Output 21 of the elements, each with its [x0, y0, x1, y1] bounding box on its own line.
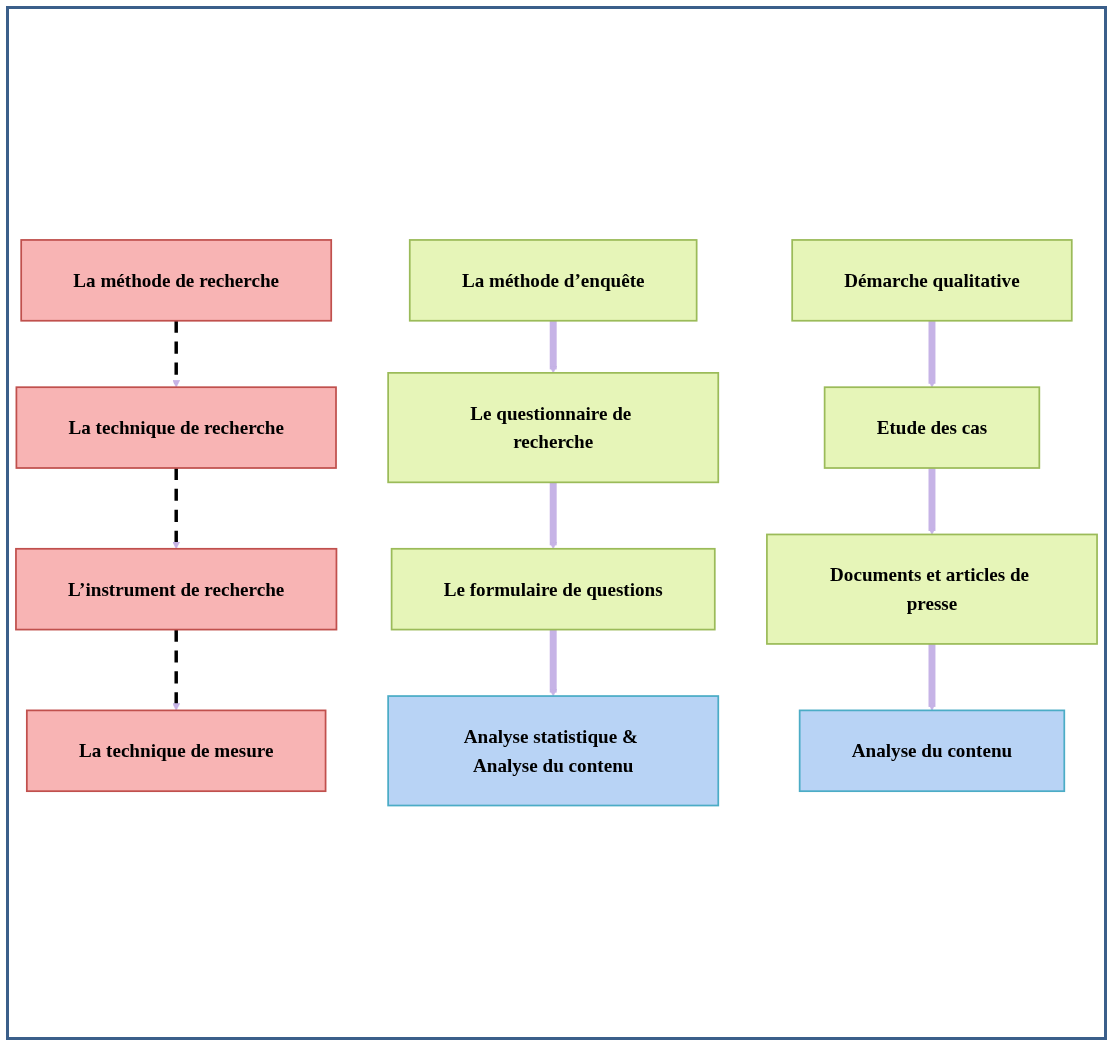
- node-box: Le formulaire de questions: [390, 548, 716, 631]
- node-box: La méthode de recherche: [20, 239, 333, 322]
- arrow: [172, 629, 181, 711]
- arrow: [172, 321, 181, 388]
- node-box: Le questionnaire de recherche: [387, 372, 720, 484]
- node-box: Analyse statistique & Analyse du contenu: [387, 695, 720, 807]
- node-box: Démarche qualitative: [791, 239, 1073, 322]
- arrow: [549, 482, 557, 550]
- arrow: [549, 321, 557, 374]
- node-box: La technique de mesure: [25, 709, 327, 793]
- node-box: La technique de recherche: [15, 386, 337, 470]
- node-box: La méthode d’enquête: [408, 239, 698, 322]
- arrow: [549, 629, 557, 697]
- node-box: Analyse du contenu: [798, 709, 1066, 793]
- node-box: Documents et articles de presse: [766, 533, 1098, 646]
- node-box: Etude des cas: [823, 386, 1041, 470]
- arrow: [928, 321, 936, 388]
- arrow: [172, 468, 181, 550]
- node-box: L’instrument de recherche: [15, 548, 338, 631]
- arrow: [928, 644, 936, 711]
- arrow: [928, 468, 936, 536]
